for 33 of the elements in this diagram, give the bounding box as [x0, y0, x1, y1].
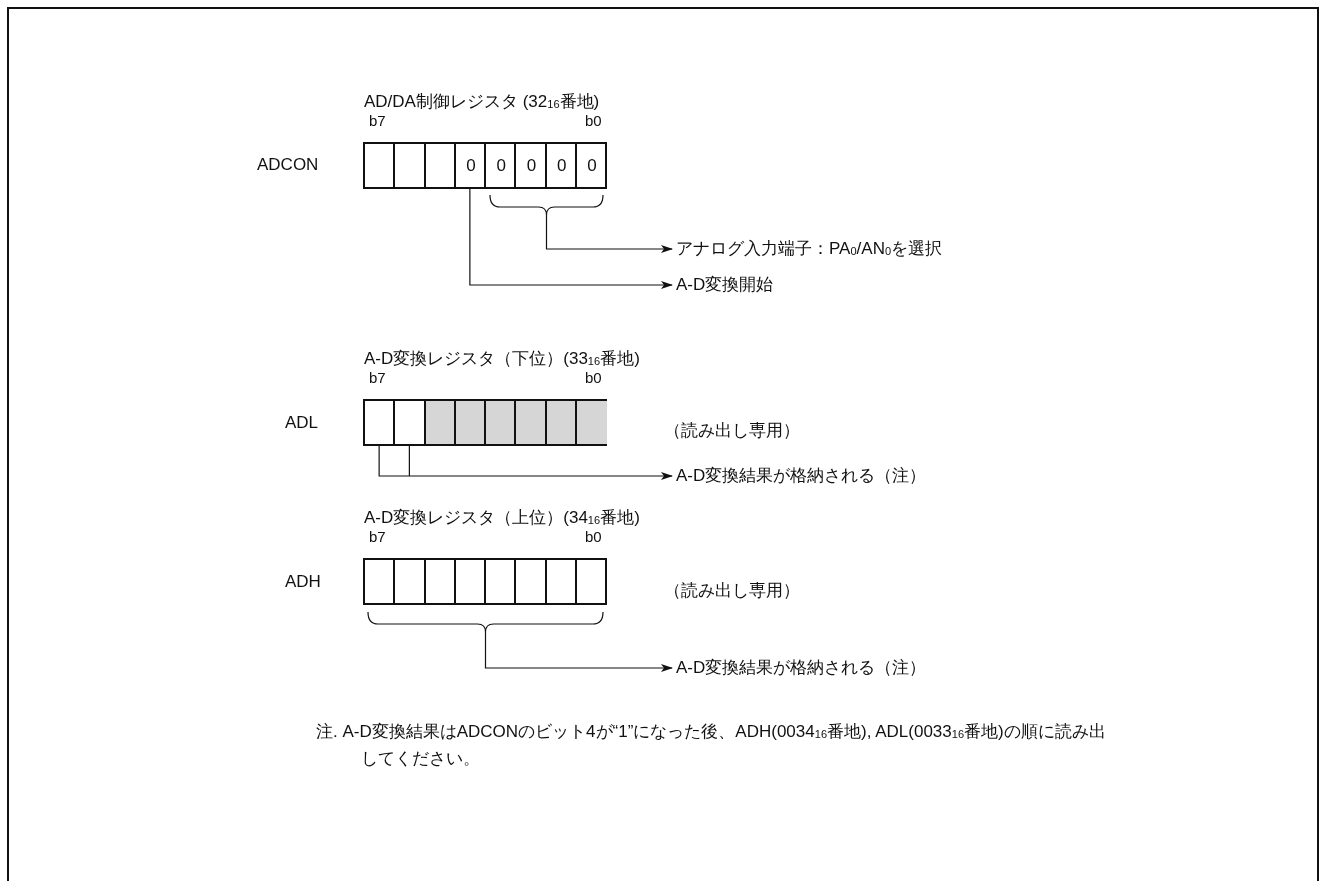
leader-arrow: [484, 631, 673, 672]
bit-cell: [514, 401, 547, 444]
bit-cell: [484, 401, 517, 444]
description-text: A-D変換結果が格納される（注）: [672, 466, 927, 486]
description-text: A-D変換結果が格納される（注）: [672, 658, 927, 678]
bit-label: b7: [369, 529, 386, 545]
brace: [489, 194, 604, 216]
leader-arrow: [378, 445, 673, 480]
description-text: A-D変換開始: [672, 275, 774, 295]
bit-label: b0: [585, 113, 602, 129]
register-box: [363, 142, 607, 189]
bit-cell: 0: [544, 144, 577, 187]
note-text: （読み出し専用）: [664, 421, 800, 441]
bit-cell: 0: [514, 144, 547, 187]
register-name: ADL: [285, 413, 319, 433]
brace: [367, 611, 604, 633]
bit-label: b7: [369, 370, 386, 386]
leader-arrow: [545, 214, 673, 253]
bit-cell: [544, 401, 577, 444]
bit-label: b7: [369, 113, 386, 129]
register-name: ADCON: [257, 155, 319, 175]
register-box: [363, 399, 607, 446]
bit-cell: 0: [484, 144, 517, 187]
register-box: [363, 558, 607, 605]
bit-label: b0: [585, 370, 602, 386]
leader-arrow: [469, 188, 673, 289]
note-text: （読み出し専用）: [664, 581, 800, 601]
bit-cell: 0: [574, 144, 607, 187]
bit-label: b0: [585, 529, 602, 545]
bit-cell: [423, 401, 456, 444]
bit-cell: [574, 401, 607, 444]
register-name: ADH: [285, 572, 321, 592]
bit-cell: 0: [453, 144, 486, 187]
